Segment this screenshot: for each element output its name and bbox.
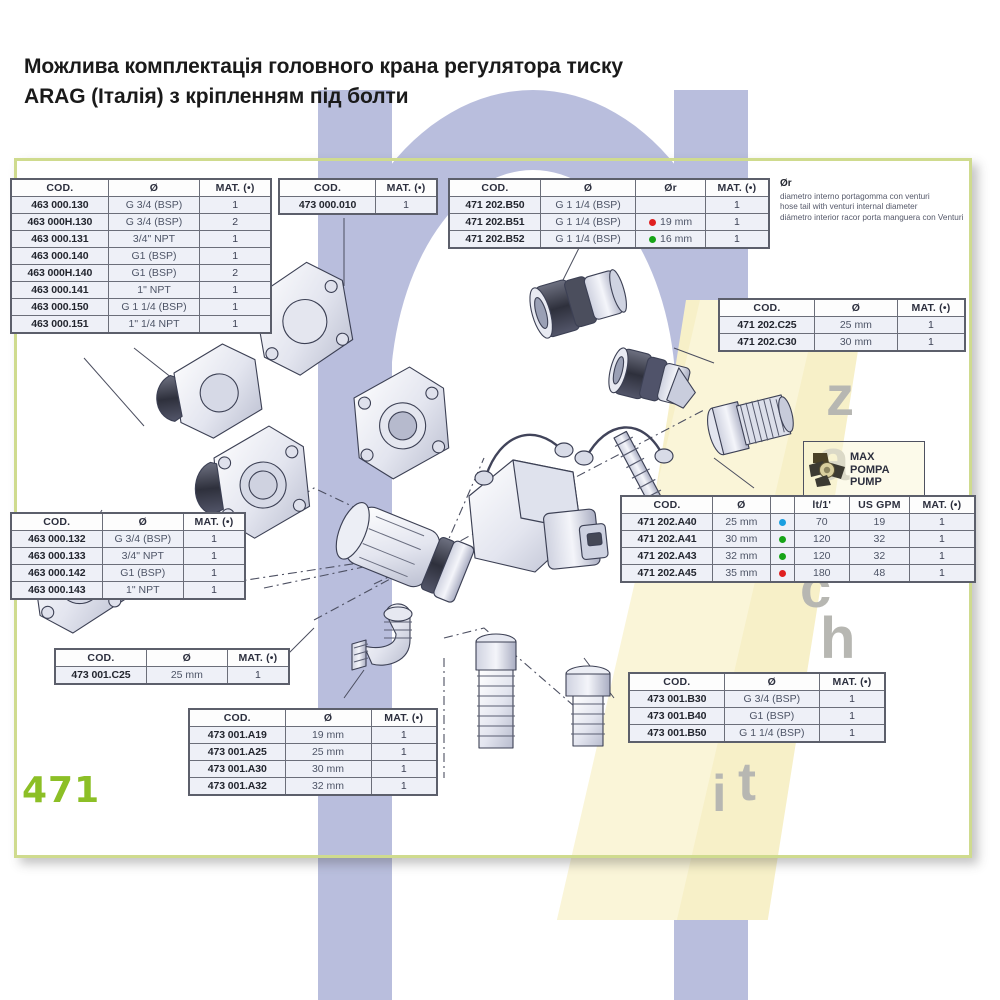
dot-cell bbox=[769, 564, 795, 583]
col-cod: COD. bbox=[10, 178, 109, 197]
col-diam: Ø bbox=[101, 512, 184, 531]
col-cod: COD. bbox=[628, 672, 725, 691]
pump-label: MAX POMPA PUMP bbox=[850, 451, 890, 489]
col-mat: MAT. (•) bbox=[370, 708, 438, 727]
col-cod: COD. bbox=[620, 495, 714, 514]
or-legend-title: Ør bbox=[780, 178, 792, 189]
col-mat: MAT. (•) bbox=[819, 672, 886, 691]
col-cod: COD. bbox=[54, 648, 147, 667]
page-title-line2: ARAG (Італія) з кріпленням під болти bbox=[24, 85, 409, 109]
table-row[interactable]: 471 202.B51 G 1 1/4 (BSP) 19 mm 1 bbox=[448, 213, 770, 231]
pump-label-pompa: POMPA bbox=[850, 463, 890, 476]
col-mat: MAT. (•) bbox=[375, 178, 438, 197]
col-cod: COD. bbox=[448, 178, 541, 197]
col-diam: Ø bbox=[539, 178, 637, 197]
table-row[interactable]: 471 202.B50 G 1 1/4 (BSP) 1 bbox=[448, 196, 770, 214]
or-legend-en: hose tail with venturi internal diameter bbox=[780, 202, 918, 212]
or-cell: 19 mm bbox=[635, 213, 706, 231]
col-diam: Ø bbox=[723, 672, 821, 691]
color-dot-red bbox=[778, 569, 786, 577]
pump-label-pump: PUMP bbox=[850, 476, 882, 489]
col-mat: MAT. (•) bbox=[182, 512, 246, 531]
col-mat: MAT. (•) bbox=[896, 298, 966, 317]
table-row[interactable]: 471 202.A43 32 mm 120 32 1 bbox=[620, 547, 976, 565]
col-usgpm: US GPM bbox=[848, 495, 910, 514]
col-mat: MAT. (•) bbox=[704, 178, 770, 197]
page-title-line1: Можлива комплектація головного крана рег… bbox=[24, 55, 624, 78]
max-pump-box: MAX POMPA PUMP bbox=[803, 441, 925, 499]
pump-label-max: MAX bbox=[850, 450, 875, 463]
color-dot-green bbox=[778, 535, 786, 543]
col-diam: Ø bbox=[284, 708, 372, 727]
table-471-202-B: COD. Ø Ør MAT. (•) 471 202.B50 G 1 1/4 (… bbox=[448, 178, 770, 249]
col-diam: Ø bbox=[712, 495, 771, 514]
dot-cell bbox=[769, 547, 795, 565]
table-row[interactable]: 471 202.A41 30 mm 120 32 1 bbox=[620, 530, 976, 548]
or-legend: Ør diametro interno portagomma con ventu… bbox=[780, 178, 992, 223]
dot-cell bbox=[769, 513, 795, 531]
col-mat: MAT. (•) bbox=[199, 178, 272, 197]
table-row[interactable]: 471 202.A40 25 mm 70 19 1 bbox=[620, 513, 976, 531]
dot-cell bbox=[769, 530, 795, 548]
color-dot-green bbox=[778, 552, 786, 560]
pump-icon bbox=[809, 453, 845, 487]
table-row[interactable]: 471 202.A45 35 mm 180 48 1 bbox=[620, 564, 976, 583]
col-lt: lt/1' bbox=[793, 495, 850, 514]
color-dot-green bbox=[649, 235, 657, 243]
or-cell: 16 mm bbox=[635, 230, 706, 249]
table-row[interactable]: 471 202.B52 G 1 1/4 (BSP) 16 mm 1 bbox=[448, 230, 770, 249]
col-or: Ør bbox=[635, 178, 706, 197]
col-dot bbox=[769, 495, 795, 514]
col-mat: MAT. (•) bbox=[226, 648, 290, 667]
col-cod: COD. bbox=[10, 512, 103, 531]
or-legend-es: diámetro interior racor porta manguera c… bbox=[780, 212, 964, 222]
series-logo-471: 471 bbox=[22, 770, 101, 811]
table-471-202-A: COD. Ø lt/1' US GPM MAT. (•) 471 202.A40… bbox=[620, 495, 976, 583]
page-title: Можлива комплектація головного крана рег… bbox=[24, 52, 784, 113]
col-cod: COD. bbox=[278, 178, 377, 197]
col-diam: Ø bbox=[107, 178, 201, 197]
or-legend-it: diametro interno portagomma con venturi bbox=[780, 191, 930, 201]
col-diam: Ø bbox=[145, 648, 228, 667]
col-cod: COD. bbox=[188, 708, 286, 727]
color-dot-red bbox=[649, 218, 657, 226]
col-mat: MAT. (•) bbox=[908, 495, 976, 514]
col-cod: COD. bbox=[718, 298, 815, 317]
col-diam: Ø bbox=[813, 298, 898, 317]
or-cell bbox=[635, 196, 706, 214]
color-dot-blue bbox=[778, 518, 786, 526]
